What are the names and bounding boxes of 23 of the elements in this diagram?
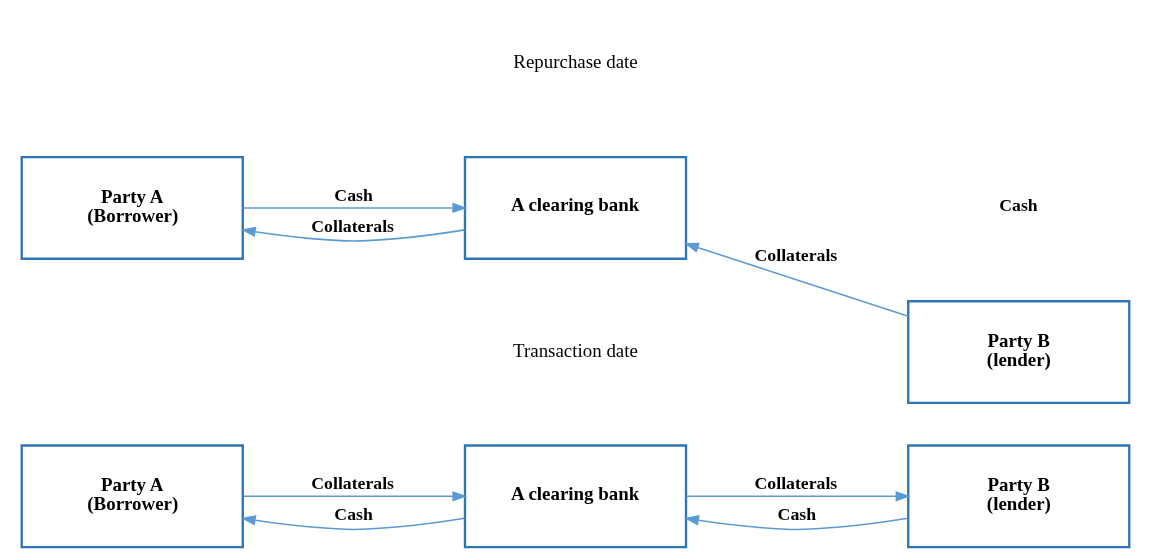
node-box: A clearing bank	[463, 444, 687, 549]
arrow	[683, 242, 909, 318]
edge-label: Collaterals	[754, 473, 837, 494]
node-box: Party B (lender)	[906, 300, 1130, 405]
arrow	[241, 491, 467, 502]
node-box: Party A (Borrower)	[20, 444, 244, 549]
edge-label: Collaterals	[310, 473, 394, 494]
label: Transaction date	[512, 339, 638, 361]
arrow	[241, 202, 467, 214]
edge-label: Collaterals	[754, 245, 837, 266]
edge-label: Cash	[333, 503, 373, 524]
edge-label: Collaterals	[310, 215, 394, 236]
node-box: Party B (lender)	[906, 444, 1130, 549]
label: Cash	[998, 194, 1038, 215]
node-box: A clearing bank	[463, 155, 687, 260]
arrow	[684, 491, 911, 502]
edge-label: Cash	[777, 503, 816, 524]
arrow	[240, 515, 465, 531]
edge-label: Cash	[333, 184, 373, 205]
node-box: Party A (Borrower)	[20, 155, 244, 260]
arrow	[240, 226, 465, 242]
label: Repurchase date	[512, 51, 638, 73]
arrow	[683, 515, 909, 531]
